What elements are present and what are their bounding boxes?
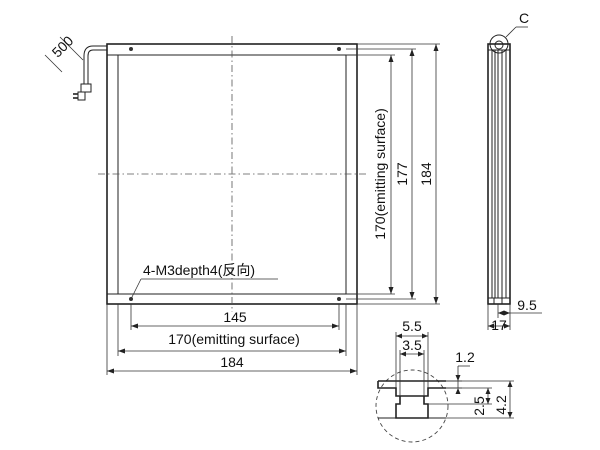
dim-depth-label: 1.2 (455, 349, 475, 365)
dim-emit-height-label: 170(emitting surface) (372, 108, 388, 240)
mounting-hole-top-left (129, 47, 133, 51)
hole-note-label: 4-M3depth4(反向) (143, 262, 255, 278)
cable-length-label: 500 (49, 32, 77, 60)
dim-slot-outer (396, 333, 428, 339)
dim-slot-height (485, 388, 491, 404)
dim-emit-height (388, 55, 394, 294)
detail-view: 5.5 3.5 1.2 2.5 (375, 318, 514, 443)
dim-thickness (488, 323, 510, 329)
dim-slot-inner-label: 3.5 (402, 337, 422, 353)
detail-c-leader (505, 26, 517, 38)
dim-slot-height-label: 2.5 (471, 396, 487, 416)
detail-c-marker (489, 34, 509, 54)
dim-slot-outer-label: 5.5 (402, 318, 422, 334)
hole-note-leader (130, 278, 142, 300)
cable-length-leader (59, 36, 84, 61)
detail-c-label: C (519, 10, 529, 26)
dim-depth (455, 365, 470, 394)
dim-overall-height (507, 381, 513, 418)
side-profile-outer (487, 43, 511, 305)
cable-length-leader-2 (44, 54, 63, 73)
side-view: C 17 9.5 (487, 10, 542, 333)
dim-total-height-label: 184 (418, 162, 434, 186)
detail-boundary-circle (375, 369, 449, 443)
dim-inner-height (409, 49, 415, 299)
mounting-hole-top-right (337, 47, 341, 51)
dim-slot-inner (400, 351, 424, 357)
mounting-hole-bottom-right (337, 297, 341, 301)
dim-total-width (107, 368, 357, 374)
side-cable-exit (494, 40, 504, 50)
dim-offset (498, 310, 542, 316)
dim-emit-width (118, 348, 346, 354)
side-bottom-notch (493, 297, 503, 305)
dim-offset-label: 9.5 (517, 297, 537, 313)
dim-hole-pitch (131, 323, 339, 329)
dim-total-height (433, 44, 439, 304)
cable (73, 45, 107, 101)
detail-slot (395, 396, 429, 419)
dim-inner-height-label: 177 (394, 162, 410, 186)
dim-emit-width-label: 170(emitting surface) (168, 331, 300, 347)
front-view: 500 4-M3depth4(反向) 145 170(emitting surf… (44, 32, 440, 375)
dim-overall-height-label: 4.2 (493, 395, 509, 415)
dim-thickness-label: 17 (491, 317, 507, 333)
detail-profile-outer (377, 380, 446, 397)
dim-hole-pitch-label: 145 (223, 309, 247, 325)
dim-total-width-label: 184 (220, 354, 244, 370)
